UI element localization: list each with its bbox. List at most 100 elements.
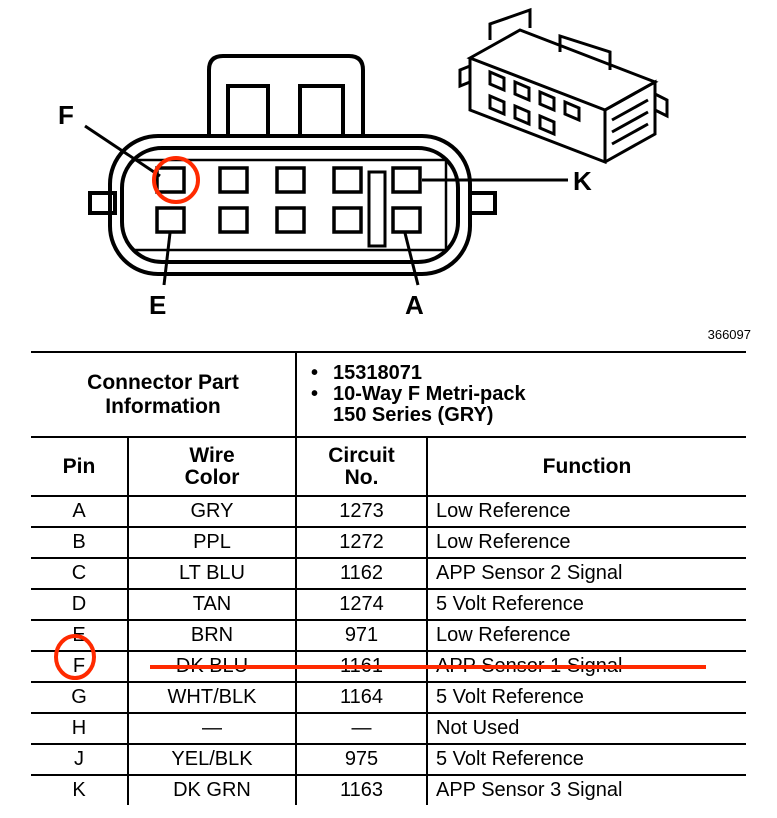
- pin-cell: B: [31, 527, 128, 559]
- wire-color-cell: YEL/BLK: [127, 744, 296, 776]
- wire-color-cell: BRN: [127, 620, 296, 652]
- function-cell: APP Sensor 2 Signal: [426, 558, 746, 590]
- connector-info-list: • 15318071 • 10-Way F Metri-pack 150 Ser…: [295, 351, 746, 438]
- header-line: No.: [344, 465, 379, 489]
- callout-e: E: [149, 290, 166, 320]
- part-description: 10-Way F Metri-pack: [333, 383, 526, 405]
- function-cell: Not Used: [426, 713, 746, 745]
- pin-cell: D: [31, 589, 128, 621]
- callout-a: A: [405, 290, 424, 320]
- wire-color-cell: LT BLU: [127, 558, 296, 590]
- part-description-cont: 150 Series (GRY): [333, 404, 494, 426]
- wire-color-cell: WHT/BLK: [127, 682, 296, 714]
- tab-left: [88, 191, 117, 215]
- circuit-cell: 971: [295, 620, 427, 652]
- leader-A: [403, 232, 420, 286]
- pin-cell: H: [31, 713, 128, 745]
- cavity-H: [275, 166, 306, 194]
- function-cell: 5 Volt Reference: [426, 682, 746, 714]
- wire-color-cell: —: [127, 713, 296, 745]
- pin-cell: G: [31, 682, 128, 714]
- pin-cell: K: [72, 779, 86, 801]
- circuit-cell: 1161: [295, 651, 427, 683]
- table-header-row: Pin Wire Color Circuit No. Function: [31, 437, 746, 497]
- circuit-cell: 1274: [295, 589, 427, 621]
- circuit-cell: 975: [295, 744, 427, 776]
- cavity-F: [155, 166, 186, 194]
- figure-number: 366097: [707, 327, 751, 342]
- pin-cell: E: [31, 620, 128, 652]
- function-cell: 5 Volt Reference: [426, 589, 746, 621]
- circuit-cell: 1162: [295, 558, 427, 590]
- callout-k: K: [573, 166, 592, 196]
- circuit-cell: 1272: [295, 527, 427, 559]
- latch-inner-left: [226, 84, 270, 138]
- connector-diagram: F K E A: [58, 7, 669, 320]
- header-line: Circuit: [328, 443, 395, 467]
- header-function: Function: [426, 437, 746, 497]
- function-cell: Low Reference: [426, 496, 746, 528]
- cavity-K: [391, 166, 422, 194]
- function-cell: Low Reference: [426, 527, 746, 559]
- connector-iso-illustration: [458, 7, 669, 165]
- leader-E: [162, 232, 172, 286]
- wire-color-cell: DK GRN: [127, 775, 296, 805]
- cavity-A: [391, 206, 422, 234]
- callout-f: F: [58, 100, 74, 130]
- wire-color-cell: TAN: [127, 589, 296, 621]
- latch-outline: [207, 54, 365, 138]
- header-circuit: Circuit No.: [295, 437, 427, 497]
- connector-info-row: Connector Part Information • 15318071 • …: [31, 351, 746, 438]
- header-line: Color: [184, 465, 240, 489]
- part-description-item: • 10-Way F Metri-pack: [311, 384, 746, 405]
- info-title-line: Connector Part: [87, 370, 239, 394]
- wire-color-cell: GRY: [127, 496, 296, 528]
- circuit-cell: 1164: [295, 682, 427, 714]
- cavity-D: [218, 206, 249, 234]
- cavity-B: [332, 206, 363, 234]
- wire-color-cell: PPL: [127, 527, 296, 559]
- part-number-item: • 15318071: [311, 363, 746, 384]
- function-cell: 5 Volt Reference: [426, 744, 746, 776]
- leader-F: [84, 124, 161, 178]
- pin-cell: A: [31, 496, 128, 528]
- bullet: •: [311, 383, 319, 405]
- header-pin: Pin: [31, 437, 128, 497]
- function-cell: Low Reference: [426, 620, 746, 652]
- cavity-area: [134, 158, 448, 252]
- part-number: 15318071: [333, 362, 422, 384]
- cavity-E: [155, 206, 186, 234]
- function-cell: APP Sensor 1 Signal: [426, 651, 746, 683]
- pin-cell: F: [31, 651, 128, 683]
- pin-cavities: [155, 166, 422, 234]
- info-title-line: Information: [105, 394, 221, 418]
- latch-inner-right: [298, 84, 345, 138]
- wire-color-cell: DK BLU: [127, 651, 296, 683]
- table-row: H——Not Used: [31, 713, 746, 745]
- pin-cell: C: [31, 558, 128, 590]
- header-line: Wire: [189, 443, 235, 467]
- circuit-cell: —: [295, 713, 427, 745]
- cavity-J: [332, 166, 363, 194]
- header-wire-color: Wire Color: [127, 437, 296, 497]
- function-cell: APP Sensor 3 Signal: [426, 775, 746, 805]
- tab-right: [468, 191, 497, 215]
- divider-bar: [367, 170, 387, 248]
- cavity-G: [218, 166, 249, 194]
- circuit-cell: 1273: [295, 496, 427, 528]
- connector-pinout-table: Connector Part Information • 15318071 • …: [31, 351, 746, 805]
- connector-info-title: Connector Part Information: [31, 351, 296, 438]
- connector-body: [108, 134, 472, 276]
- cavity-C: [275, 206, 306, 234]
- bullet: •: [311, 362, 319, 384]
- circuit-cell: 1163: [295, 775, 427, 805]
